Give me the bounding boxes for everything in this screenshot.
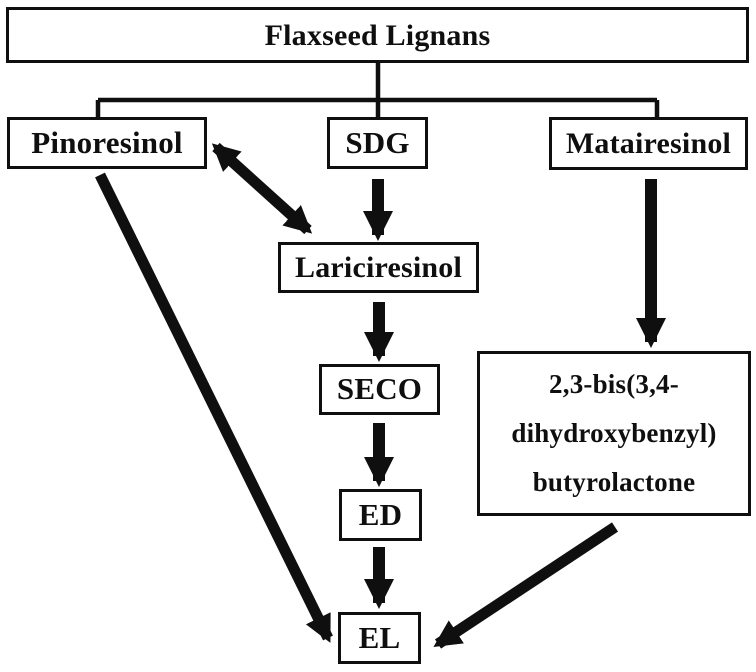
- node-sdg-label: SDG: [345, 124, 410, 160]
- branch-connector-line: [95, 62, 660, 119]
- node-flaxseed-lignans: Flaxseed Lignans: [6, 7, 749, 63]
- node-sdg: SDG: [327, 117, 428, 169]
- node-el-label: EL: [358, 619, 401, 655]
- node-pinoresinol: Pinoresinol: [7, 117, 207, 169]
- node-butyrolactone-label-line2: dihydroxybenzyl): [511, 417, 717, 448]
- node-matairesinol: Matairesinol: [549, 117, 748, 170]
- node-ed-label: ED: [358, 496, 403, 532]
- arrow-pinoresinol-lariciresinol-bidirectional: [211, 142, 313, 235]
- node-pinoresinol-label: Pinoresinol: [31, 124, 183, 160]
- node-seco: SECO: [319, 364, 440, 415]
- node-seco-label: SECO: [336, 371, 423, 407]
- node-butyrolactone: 2,3-bis(3,4- dihydroxybenzyl) butyrolact…: [477, 351, 751, 516]
- arrow-pinoresinol-to-el: [95, 172, 333, 643]
- arrow-butyrolactone-to-el: [433, 522, 619, 649]
- node-butyrolactone-label-line3: butyrolactone: [532, 467, 696, 498]
- node-lariciresinol: Lariciresinol: [278, 242, 479, 293]
- node-matairesinol-label: Matairesinol: [565, 127, 732, 160]
- node-el: EL: [338, 612, 421, 664]
- node-ed: ED: [339, 489, 422, 541]
- node-flaxseed-lignans-label: Flaxseed Lignans: [264, 18, 491, 52]
- node-butyrolactone-label-line1: 2,3-bis(3,4-: [549, 368, 679, 399]
- node-lariciresinol-label: Lariciresinol: [294, 251, 463, 284]
